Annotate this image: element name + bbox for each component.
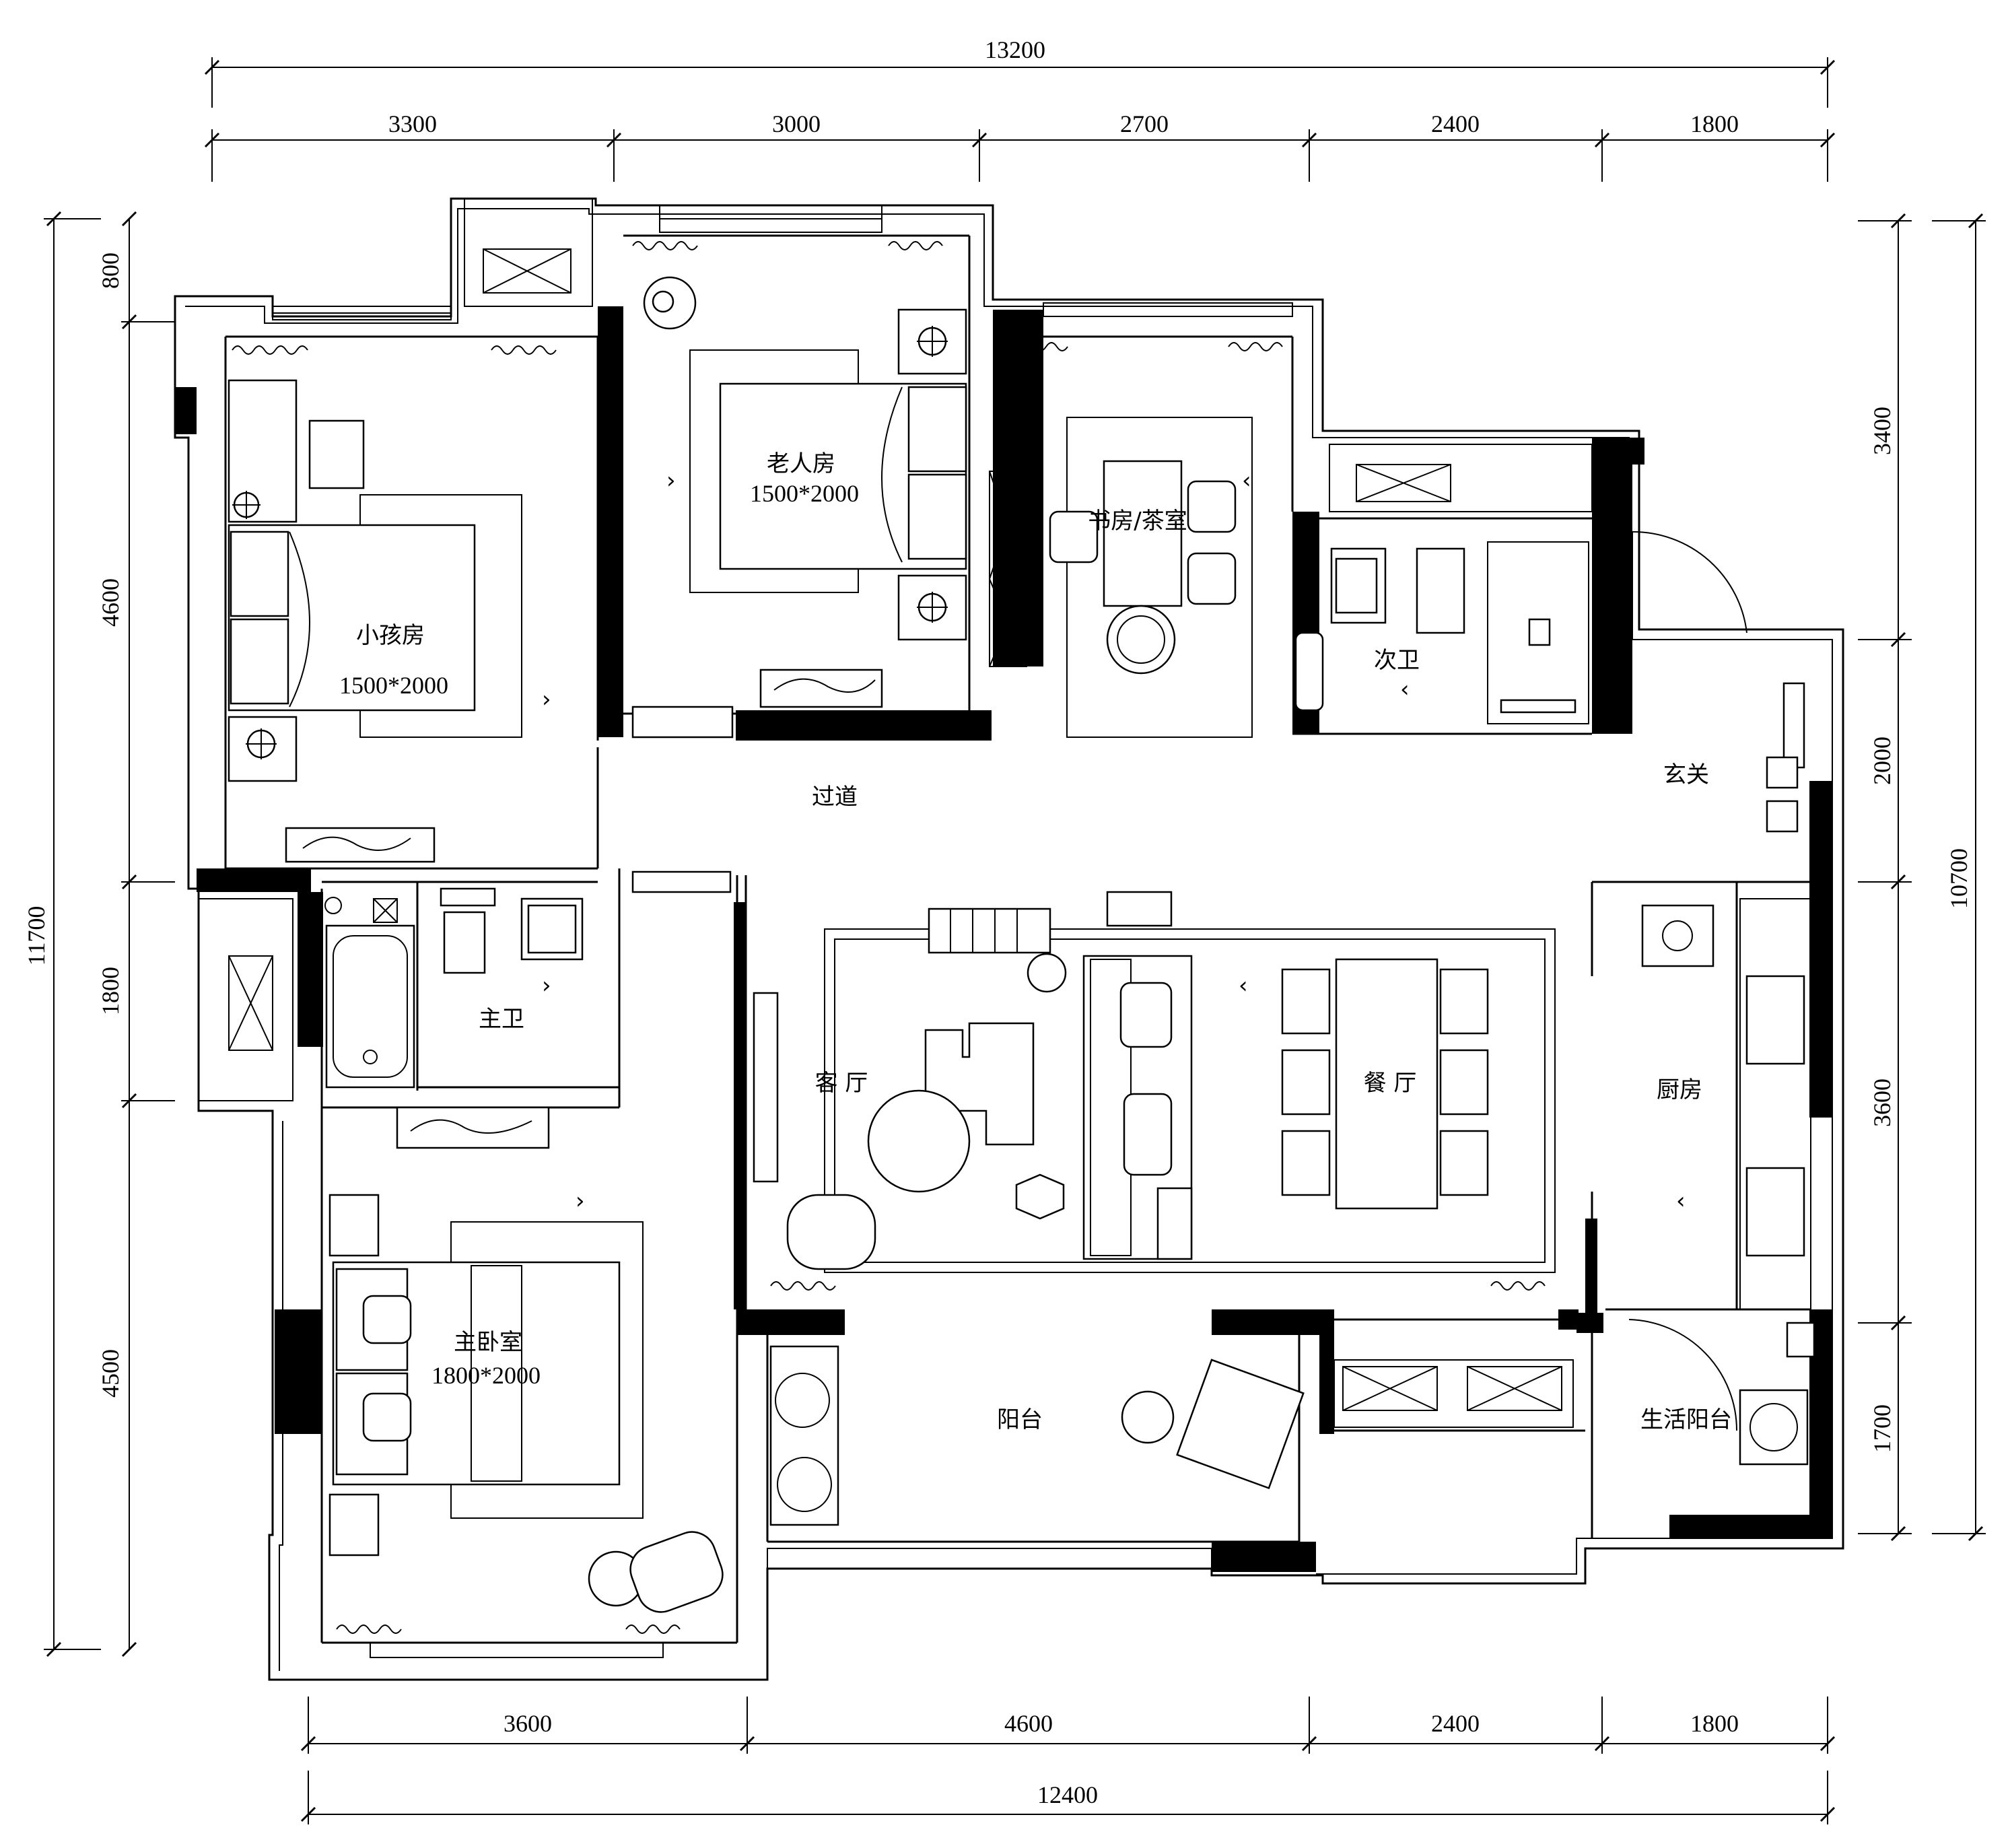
label-dining: 餐 厅 <box>1364 1070 1417 1097</box>
label-elder-bed: 1500*2000 <box>750 480 859 507</box>
dim-left-2: 4600 <box>97 578 124 627</box>
dim-top-5: 1800 <box>1690 110 1739 137</box>
dim-left-1: 800 <box>97 252 124 289</box>
kids-chair <box>308 419 365 489</box>
svg-text:›: › <box>542 972 551 999</box>
bathtub <box>325 924 415 1089</box>
dim-top-2: 3000 <box>772 110 821 137</box>
dimension-lines <box>44 57 1986 1824</box>
dim-bottom-2: 4600 <box>1004 1710 1053 1737</box>
svg-text:‹: ‹ <box>1400 676 1410 703</box>
dimension-labels: 13200 3300 3000 2700 2400 1800 3600 4600… <box>23 36 1972 1808</box>
dim-top-total: 13200 <box>985 36 1045 63</box>
dim-bottom-3: 2400 <box>1431 1710 1480 1737</box>
label-study: 书房/茶室 <box>1088 508 1187 535</box>
label-service-balcony: 生活阳台 <box>1640 1406 1732 1433</box>
furniture <box>228 276 1815 1613</box>
dim-top-3: 2700 <box>1120 110 1169 137</box>
svg-text:›: › <box>576 1188 585 1214</box>
door-markers: › › ‹ ‹ › › ‹ ‹ <box>542 467 1686 1214</box>
dim-right-total: 10700 <box>1945 848 1972 909</box>
label-living: 客 厅 <box>815 1070 868 1097</box>
label-second-bath: 次卫 <box>1374 647 1420 674</box>
dim-right-2: 2000 <box>1869 737 1896 785</box>
label-master-bed: 1800*2000 <box>431 1362 541 1389</box>
dim-top-1: 3300 <box>388 110 437 137</box>
dim-left-3: 1800 <box>97 967 124 1015</box>
dining-table <box>1335 958 1439 1210</box>
dim-right-4: 1700 <box>1869 1404 1896 1453</box>
dim-right-3: 3600 <box>1869 1079 1896 1127</box>
label-kids-room: 小孩房 <box>356 622 425 649</box>
svg-text:‹: ‹ <box>1242 467 1251 494</box>
svg-text:‹: ‹ <box>1676 1188 1686 1214</box>
label-entry: 玄关 <box>1663 761 1709 788</box>
svg-text:›: › <box>666 467 676 494</box>
label-balcony: 阳台 <box>997 1406 1043 1433</box>
label-kids-bed: 1500*2000 <box>339 672 448 699</box>
dim-left-total: 11700 <box>23 906 50 966</box>
label-kitchen: 厨房 <box>1657 1076 1702 1103</box>
dim-top-4: 2400 <box>1431 110 1480 137</box>
dim-bottom-total: 12400 <box>1037 1781 1098 1808</box>
label-master-bedroom: 主卧室 <box>454 1329 522 1356</box>
dim-left-4: 4500 <box>97 1349 124 1398</box>
label-elder-room: 老人房 <box>767 450 835 477</box>
dim-bottom-1: 3600 <box>504 1710 552 1737</box>
dim-right-1: 3400 <box>1869 407 1896 455</box>
study-table <box>1103 460 1183 607</box>
svg-text:‹: ‹ <box>1239 972 1248 999</box>
svg-text:›: › <box>542 686 551 713</box>
windows <box>198 198 1593 1658</box>
label-corridor: 过道 <box>812 784 858 811</box>
dim-bottom-4: 1800 <box>1690 1710 1739 1737</box>
curtains <box>232 241 1546 1634</box>
room-labels: 小孩房 1500*2000 老人房 1500*2000 书房/茶室 次卫 玄关 … <box>339 450 1732 1433</box>
label-master-bath: 主卫 <box>479 1006 524 1033</box>
